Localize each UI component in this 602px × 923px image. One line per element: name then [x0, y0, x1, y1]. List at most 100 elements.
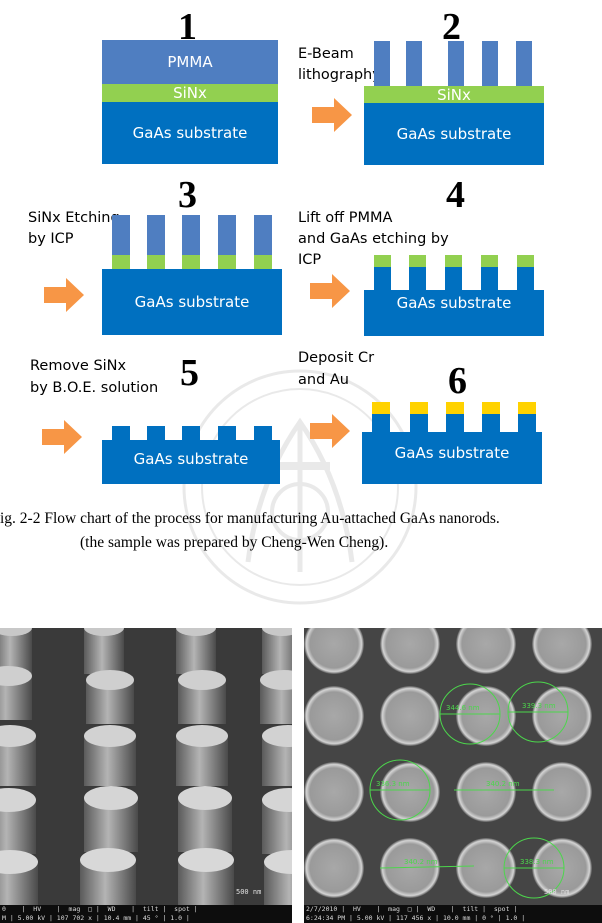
measurement-label: 336.3 nm: [376, 780, 410, 788]
step-6-number: 6: [448, 360, 467, 402]
step-6-label-line-2: and Au: [298, 372, 349, 388]
measurement-label: 340.2 nm: [486, 780, 520, 788]
step-3-label-line-2: by ICP: [28, 231, 74, 247]
step-4-label-line-3: ICP: [298, 252, 322, 268]
measurement-label: 344.6 nm: [446, 704, 480, 712]
step-6-label-line-1: Deposit Cr: [298, 350, 375, 366]
step-6-rod: [482, 414, 500, 434]
step-6-gold-cap: [410, 402, 428, 414]
step-3-pillar-sinx: [147, 255, 165, 269]
step-4-rod-cap: [409, 255, 426, 267]
substrate-label: GaAs substrate: [132, 124, 248, 142]
measurement-label: 340.2 nm: [404, 858, 438, 866]
step-2-number: 2: [442, 6, 461, 48]
sem-image-tilted: 500 nm 0 | HV | mag □ | WD | tilt | spot…: [0, 628, 292, 923]
sem-right-info-bar: 2/7/2010 | HV | mag □ | WD | tilt | spot…: [304, 905, 602, 923]
step-6-rod: [446, 414, 464, 434]
step-1-pmma-layer: PMMA: [102, 40, 278, 84]
diameter-measurements: [369, 681, 569, 899]
sem-right-info-header: 2/7/2010 | HV | mag □ | WD | tilt | spot…: [306, 905, 518, 913]
step-5-label-line-2: by B.O.E. solution: [30, 380, 159, 396]
step-5-arrow: [42, 420, 82, 454]
step-3-pillar-sinx: [254, 255, 272, 269]
step-6-rod: [518, 414, 536, 434]
step-6-rod: [410, 414, 428, 434]
step-4-number: 4: [446, 174, 465, 216]
tilted-nanorod-grid: [0, 628, 292, 905]
top-view-nanorod-grid: [304, 628, 592, 898]
step-5-rod: [182, 426, 200, 440]
sem-left-scale-label: 500 nm: [236, 888, 261, 896]
pmma-label: PMMA: [167, 53, 213, 71]
step-6-arrow: [310, 414, 350, 448]
step-2-label-line-2: lithography: [298, 67, 381, 83]
step-4-substrate: GaAs substrate: [364, 290, 544, 336]
step-4-rod-cap: [481, 255, 498, 267]
sem-right-info-values: 6:24:34 PM | 5.00 kV | 117 456 x | 10.0 …: [306, 914, 526, 922]
step-4-rod-cap: [374, 255, 391, 267]
step-3-pillar: [218, 215, 236, 255]
step-4-rod-cap: [517, 255, 534, 267]
step-6-rod: [372, 414, 390, 434]
step-4-arrow: [310, 274, 350, 308]
substrate-label: GaAs substrate: [134, 293, 250, 311]
step-6-gold-cap: [372, 402, 390, 414]
step-4-label-line-1: Lift off PMMA: [298, 210, 393, 226]
step-2-pmma-pillar: [374, 41, 390, 86]
step-1-number: 1: [178, 6, 197, 48]
step-2-pmma-pillar: [516, 41, 532, 86]
measurement-label: 339.3 nm: [522, 702, 556, 710]
sem-left-info-values: M | 5.00 kV | 107 702 x | 10.4 mm | 45 °…: [2, 914, 190, 922]
substrate-label: GaAs substrate: [394, 444, 510, 462]
step-6-gold-cap: [482, 402, 500, 414]
substrate-label: GaAs substrate: [396, 125, 512, 143]
step-4-rod-cap: [445, 255, 462, 267]
step-6-substrate: GaAs substrate: [362, 432, 542, 484]
step-6-gold-cap: [446, 402, 464, 414]
university-seal-watermark: [182, 369, 418, 605]
step-3-pillar-sinx: [112, 255, 130, 269]
step-2-pmma-pillar: [448, 41, 464, 86]
step-5-rod: [254, 426, 272, 440]
step-6-gold-cap: [518, 402, 536, 414]
step-5-number: 5: [180, 352, 199, 394]
substrate-label: GaAs substrate: [396, 294, 512, 312]
step-2-pmma-pillar: [482, 41, 498, 86]
step-4-rod: [445, 267, 462, 291]
step-1-substrate: GaAs substrate: [102, 102, 278, 164]
step-3-pillar: [112, 215, 130, 255]
step-2-pmma-pillar: [406, 41, 422, 86]
step-5-rod: [218, 426, 236, 440]
step-4-label-line-2: and GaAs etching by: [298, 231, 449, 247]
step-4-rod: [481, 267, 498, 291]
sinx-label: SiNx: [437, 86, 471, 104]
step-5-substrate: GaAs substrate: [102, 440, 280, 484]
step-3-pillar: [254, 215, 272, 255]
step-4-rod: [374, 267, 391, 291]
measurement-label: 338.3 nm: [520, 858, 554, 866]
step-3-pillar-sinx: [182, 255, 200, 269]
sem-right-scale-label: 500 nm: [544, 888, 569, 896]
sinx-label: SiNx: [173, 84, 207, 102]
step-3-substrate: GaAs substrate: [102, 269, 282, 335]
step-5-rod: [147, 426, 165, 440]
step-4-rod: [409, 267, 426, 291]
step-3-pillar: [147, 215, 165, 255]
step-5-rod: [112, 426, 130, 440]
step-3-pillar-sinx: [218, 255, 236, 269]
step-4-rod: [517, 267, 534, 291]
step-2-label-line-1: E-Beam: [298, 46, 354, 62]
step-2-sinx-layer: SiNx: [364, 86, 544, 104]
figure-caption-line-1: ig. 2-2 Flow chart of the process for ma…: [0, 510, 500, 527]
figure-caption-line-2: (the sample was prepared by Cheng-Wen Ch…: [80, 534, 389, 551]
sem-image-top-view: 344.6 nm 339.3 nm 336.3 nm 340.2 nm 340.…: [304, 628, 602, 923]
substrate-label: GaAs substrate: [133, 450, 249, 468]
step-3-arrow: [44, 278, 84, 312]
sem-left-info-bar: 0 | HV | mag □ | WD | tilt | spot |M | 5…: [0, 905, 292, 923]
step-3-number: 3: [178, 174, 197, 216]
step-5-label-line-1: Remove SiNx: [30, 358, 127, 374]
step-3-label-line-1: SiNx Etching: [28, 210, 120, 226]
sem-left-info-header: 0 | HV | mag □ | WD | tilt | spot |: [2, 905, 198, 913]
step-2-substrate: GaAs substrate: [364, 103, 544, 165]
step-2-arrow: [312, 98, 352, 132]
